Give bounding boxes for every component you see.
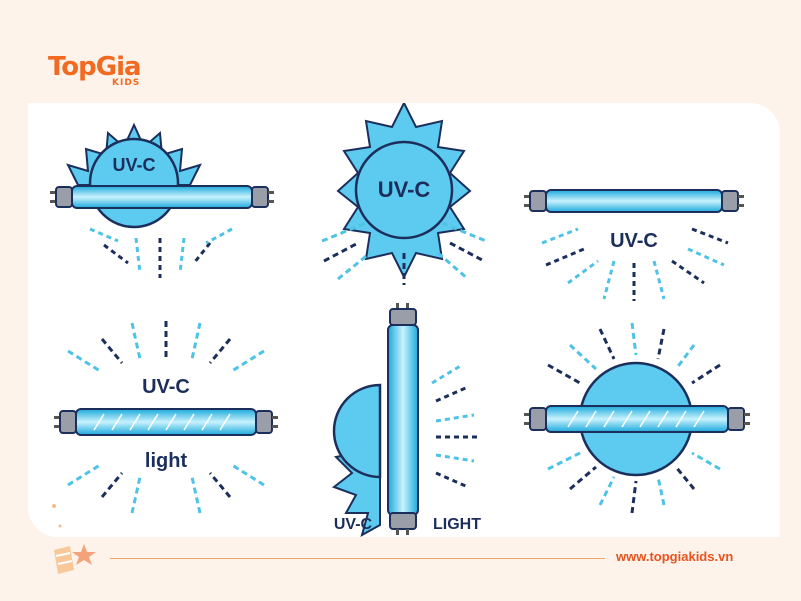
light-label: LIGHT (433, 516, 481, 533)
uvc-lamp-illustrations: UV-C UV-C (50, 103, 750, 537)
lamp-variant-3: UV-C (524, 189, 744, 301)
lamp-variant-6 (524, 322, 750, 514)
light-rays-icon (541, 227, 729, 301)
light-label: light (145, 450, 188, 472)
uvc-label: UV-C (112, 155, 155, 175)
sun-icon (331, 383, 382, 537)
uvc-label: UV-C (334, 516, 373, 533)
light-rays-icon (431, 363, 478, 489)
uvc-label: UV-C (378, 177, 431, 202)
uvc-label: UV-C (610, 230, 658, 252)
light-rays-icon (547, 322, 721, 514)
lamp-variant-1: UV-C (50, 122, 274, 278)
lamp-variant-5: UV-C LIGHT (331, 303, 481, 537)
uv-tube-icon (524, 189, 744, 213)
light-rays-icon (67, 321, 265, 514)
website-link[interactable]: www.topgiakids.vn (616, 549, 734, 564)
uv-tube-icon (524, 405, 750, 433)
sun-icon: UV-C (66, 122, 202, 229)
light-rays-icon (89, 227, 233, 278)
logo-text: TopGia (48, 52, 142, 82)
logo-subtext: KIDS (112, 78, 141, 88)
uv-tube-icon (50, 185, 274, 209)
uvc-label: UV-C (142, 376, 190, 398)
footer-divider (110, 558, 605, 559)
uv-tube-icon (54, 408, 278, 436)
uv-tube-vertical-icon (387, 303, 419, 535)
light-rays-icon (321, 221, 487, 285)
sun-icon: UV-C (336, 103, 472, 280)
topgia-kids-logo[interactable]: TopGia KIDS (48, 52, 158, 94)
lamp-variant-2: UV-C (321, 103, 487, 285)
lamp-variant-4: UV-C light (54, 321, 278, 514)
star-decoration-icon (52, 504, 96, 574)
